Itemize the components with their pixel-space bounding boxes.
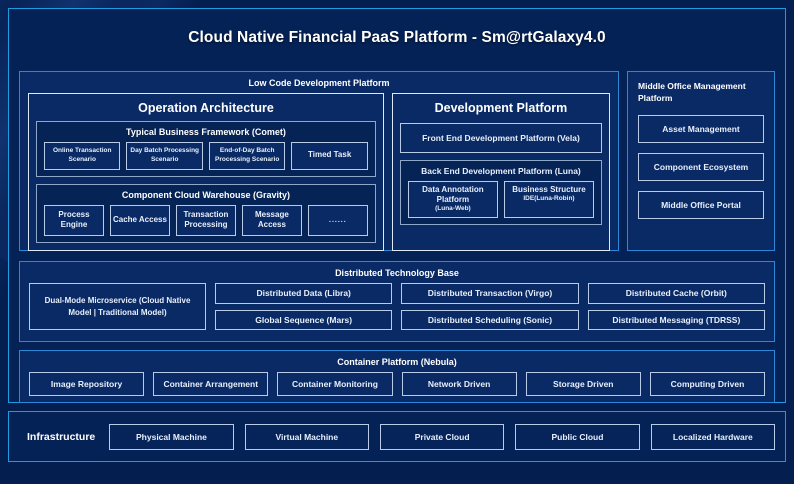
front-end-development-platform-item[interactable]: Front End Development Platform (Vela) [399, 123, 602, 153]
operation-architecture-panel: Operation Architecture Typical Business … [28, 93, 384, 252]
dtb-column-1: Distributed Data (Libra) Global Sequence… [215, 283, 393, 330]
dtb-item-dual-mode-microservice[interactable]: Dual-Mode Microservice (Cloud Native Mod… [29, 283, 206, 330]
chip-end-of-day-batch-processing-scenario[interactable]: End-of-Day Batch Processing Scenario [208, 142, 286, 170]
platform-frame: Cloud Native Financial PaaS Platform - S… [8, 8, 786, 403]
container-item-computing-driven[interactable]: Computing Driven [649, 372, 766, 396]
chip-online-transaction-scenario[interactable]: Online Transaction Scenario [44, 142, 121, 170]
back-end-development-platform-title: Back End Development Platform (Luna) [421, 166, 581, 176]
dtb-item-distributed-transaction[interactable]: Distributed Transaction (Virgo) [401, 283, 579, 304]
dtb-item-distributed-messaging[interactable]: Distributed Messaging (TDRSS) [587, 309, 765, 330]
container-item-network-driven[interactable]: Network Driven [401, 372, 517, 396]
low-code-development-platform-panel: Low Code Development Platform Operation … [19, 71, 619, 252]
chip-business-structure-ide-line2: IDE(Luna-Robin) [523, 195, 575, 202]
dtb-column-2: Distributed Transaction (Virgo) Distribu… [401, 283, 579, 330]
infrastructure-label: Infrastructure [27, 430, 96, 443]
top-row: Low Code Development Platform Operation … [19, 71, 775, 252]
chip-cache-access[interactable]: Cache Access [109, 204, 170, 237]
dtb-column-3: Distributed Cache (Orbit) Distributed Me… [587, 283, 765, 330]
development-platform-title: Development Platform [434, 101, 568, 115]
typical-business-framework-group: Typical Business Framework (Comet) Onlin… [36, 121, 376, 177]
chip-more-ellipsis[interactable]: ...... [307, 204, 368, 237]
chip-data-annotation-platform-line1: Data Annotation Platform [422, 185, 484, 204]
infrastructure-items: Physical Machine Virtual Machine Private… [109, 423, 775, 450]
infrastructure-item-localized-hardware[interactable]: Localized Hardware [650, 423, 775, 450]
infrastructure-item-physical-machine[interactable]: Physical Machine [109, 423, 234, 450]
chip-business-structure-ide[interactable]: Business Structure IDE(Luna-Robin) [503, 181, 594, 219]
infrastructure-frame: Infrastructure Physical Machine Virtual … [8, 411, 786, 462]
chip-day-batch-processing-scenario[interactable]: Day Batch Processing Scenario [126, 142, 203, 170]
chip-message-access[interactable]: Message Access [241, 204, 302, 237]
container-platform-title: Container Platform (Nebula) [337, 357, 457, 367]
component-cloud-warehouse-title: Component Cloud Warehouse (Gravity) [121, 189, 291, 200]
dtb-item-distributed-scheduling[interactable]: Distributed Scheduling (Sonic) [401, 309, 579, 330]
infrastructure-item-private-cloud[interactable]: Private Cloud [379, 423, 505, 450]
typical-business-framework-items: Online Transaction Scenario Day Batch Pr… [37, 142, 375, 170]
middle-office-panel-title: Middle Office Management Platform [638, 81, 746, 104]
chip-data-annotation-platform[interactable]: Data Annotation Platform (Luna-Web) [407, 181, 498, 219]
chip-business-structure-ide-line1: Business Structure [512, 185, 586, 194]
infrastructure-item-virtual-machine[interactable]: Virtual Machine [244, 423, 369, 450]
middle-office-management-platform-panel: Middle Office Management Platform Asset … [627, 71, 775, 251]
middle-office-item-asset-management[interactable]: Asset Management [638, 114, 764, 143]
low-code-panel-title: Low Code Development Platform [248, 78, 390, 88]
distributed-technology-base-panel: Distributed Technology Base Dual-Mode Mi… [19, 261, 775, 342]
chip-data-annotation-platform-line2: (Luna-Web) [435, 205, 471, 212]
chip-transaction-processing[interactable]: Transaction Processing [175, 204, 236, 237]
container-item-container-monitoring[interactable]: Container Monitoring [277, 372, 393, 396]
dtb-item-global-sequence[interactable]: Global Sequence (Mars) [215, 309, 393, 330]
dtb-item-distributed-cache[interactable]: Distributed Cache (Orbit) [587, 283, 765, 304]
back-end-items: Data Annotation Platform (Luna-Web) Busi… [401, 181, 601, 219]
container-platform-panel: Container Platform (Nebula) Image Reposi… [19, 350, 775, 403]
container-item-image-repository[interactable]: Image Repository [29, 372, 145, 396]
page-title: Cloud Native Financial PaaS Platform - S… [188, 29, 606, 46]
chip-timed-task[interactable]: Timed Task [291, 142, 368, 170]
development-platform-panel: Development Platform Front End Developme… [391, 93, 610, 252]
container-item-container-arrangement[interactable]: Container Arrangement [153, 372, 269, 396]
component-cloud-warehouse-group: Component Cloud Warehouse (Gravity) Proc… [36, 183, 376, 244]
component-cloud-warehouse-items: Process Engine Cache Access Transaction … [37, 204, 375, 237]
typical-business-framework-title: Typical Business Framework (Comet) [125, 127, 286, 137]
middle-office-item-middle-office-portal[interactable]: Middle Office Portal [638, 190, 764, 219]
distributed-technology-base-title: Distributed Technology Base [335, 268, 459, 278]
infrastructure-item-public-cloud[interactable]: Public Cloud [515, 423, 640, 450]
container-item-storage-driven[interactable]: Storage Driven [525, 372, 641, 396]
dtb-item-distributed-data[interactable]: Distributed Data (Libra) [215, 283, 393, 304]
chip-process-engine[interactable]: Process Engine [44, 204, 104, 237]
back-end-development-platform-group: Back End Development Platform (Luna) Dat… [399, 160, 602, 226]
operation-architecture-title: Operation Architecture [138, 101, 274, 115]
middle-office-item-component-ecosystem[interactable]: Component Ecosystem [638, 152, 764, 181]
